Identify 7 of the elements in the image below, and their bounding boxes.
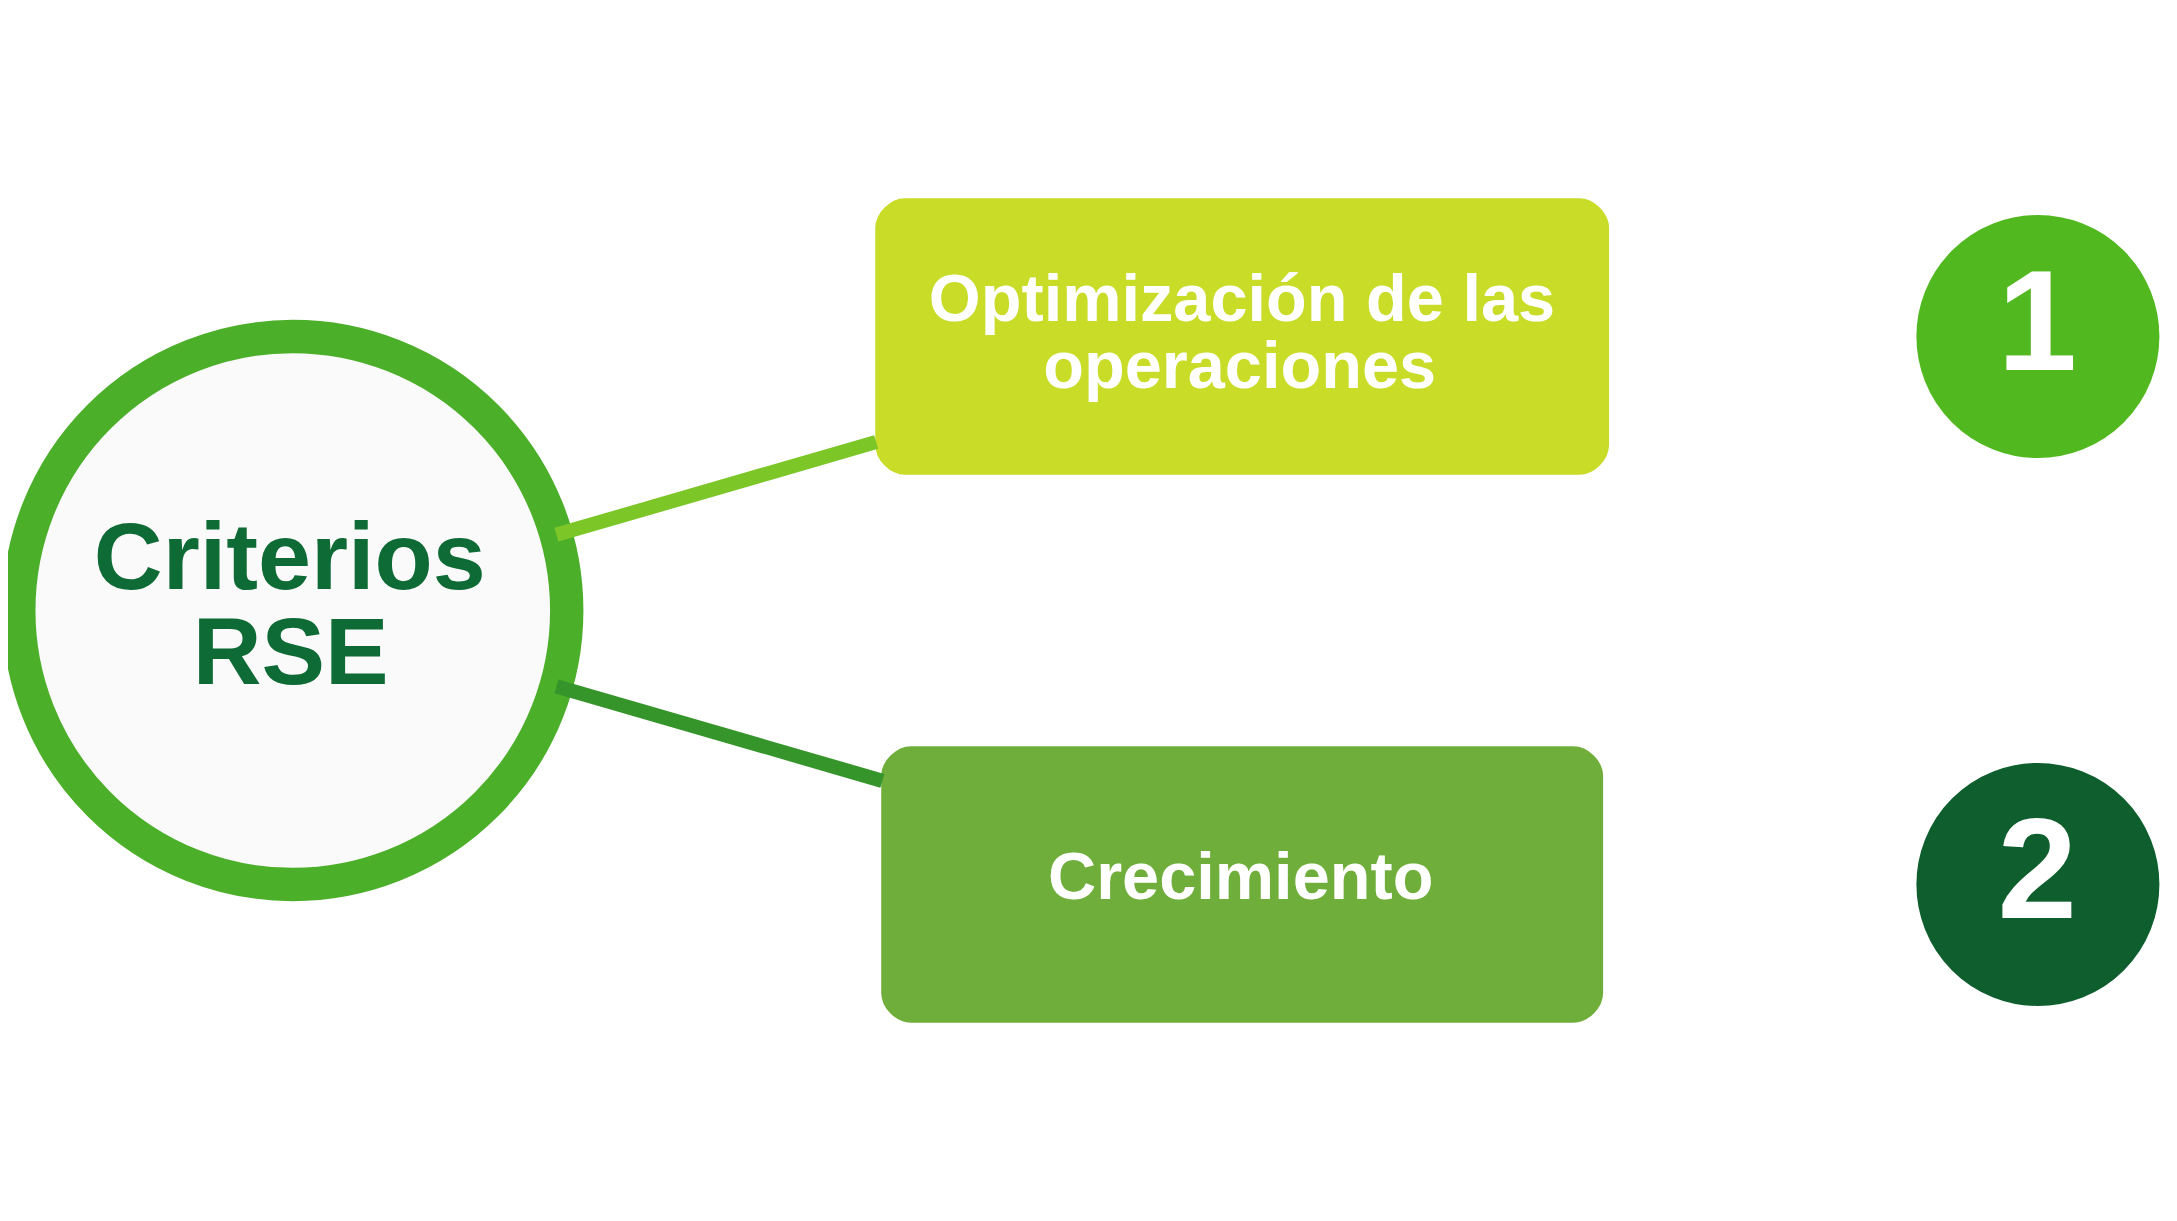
node-box: Crecimiento	[881, 746, 1604, 1023]
node-circle: 2	[1916, 762, 2160, 1006]
node-circle: 1	[1916, 215, 2160, 458]
connector	[554, 435, 879, 542]
node-box: Optimización de las operaciones	[875, 198, 1610, 475]
connector	[554, 679, 885, 788]
node-circle: Criterios RSE	[8, 319, 584, 902]
